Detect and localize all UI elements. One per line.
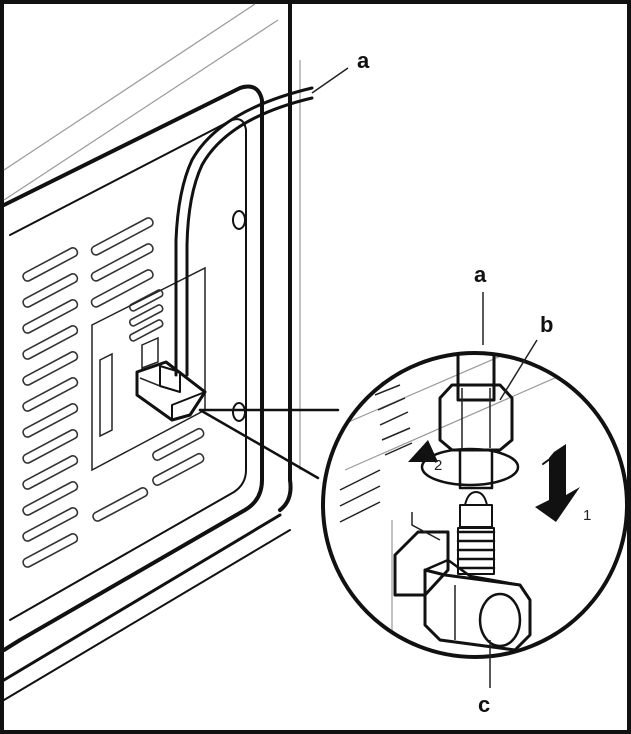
leader-lines [311, 67, 538, 688]
elbow-fitting [135, 360, 207, 422]
magnifier-pointer [198, 408, 340, 480]
nut [438, 383, 514, 452]
magnified-detail [321, 351, 629, 659]
back-panel [2, 84, 291, 701]
rotation-arrow-icon [420, 447, 520, 487]
gas-pipe [174, 86, 314, 377]
step-rotate-label: 2 [434, 457, 442, 474]
threaded-nipple [456, 491, 496, 575]
mount-hole-icon [232, 402, 246, 422]
elbow-c [393, 512, 532, 652]
callout-c-elbow: c [478, 692, 490, 717]
callout-a-pipe: a [357, 48, 370, 73]
push-arrow-icon [535, 444, 580, 522]
cabinet-side [3, 2, 301, 512]
callout-b-nut: b [540, 312, 553, 337]
step-push-label: 1 [583, 507, 591, 524]
mount-hole-icon [232, 210, 246, 230]
callout-a-zoom: a [474, 262, 487, 287]
vent-slots [22, 217, 205, 568]
